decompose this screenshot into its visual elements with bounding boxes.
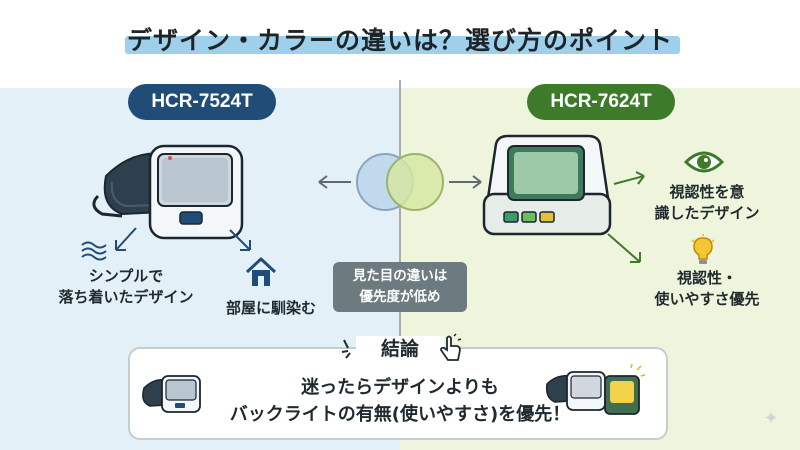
sparkle-icon: [341, 339, 351, 359]
page-title: デザイン・カラーの違いは？選び方のポイント: [126, 26, 673, 55]
hand-pointer-icon: [440, 333, 462, 361]
caption-usability: 視認性・ 使いやすさ優先: [654, 269, 760, 308]
conclusion-title: 結論: [356, 336, 444, 362]
caption-visibility-design: 視認性を意 識したデザイン: [654, 183, 760, 222]
venn-circles-icon: [318, 153, 482, 211]
arrow-left-down-2: [229, 229, 251, 251]
conclusion-body: 迷ったらデザインよりも バックライトの有無(使いやすさ)を優先！: [229, 377, 571, 425]
arrow-right-1: [613, 171, 645, 185]
center-divider: [399, 80, 401, 350]
arrow-right-2: [607, 233, 641, 263]
device-right-small: [545, 363, 646, 415]
device-left-illustration: [92, 144, 244, 240]
model-label-left: HCR-7524T: [128, 84, 276, 120]
title-highlight: [125, 36, 680, 54]
sparkle-watermark-icon: ✦: [763, 408, 779, 429]
caption-simple-design: シンプルで 落ち着いたデザイン: [58, 267, 194, 306]
caption-room-fit: 部屋に馴染む: [225, 299, 316, 317]
house-icon: [245, 257, 277, 286]
arrow-left-down-1: [115, 227, 137, 251]
eye-icon: [683, 151, 725, 173]
device-right-illustration: [482, 134, 612, 236]
priority-note-box: 見た目の違いは 優先度が低め: [333, 262, 467, 312]
device-left-small: [142, 375, 201, 413]
lightbulb-icon: [691, 234, 715, 264]
title-bar: デザイン・カラーの違いは？選び方のポイント: [0, 14, 800, 64]
model-label-right: HCR-7624T: [527, 84, 675, 120]
wave-icon: [81, 241, 107, 261]
